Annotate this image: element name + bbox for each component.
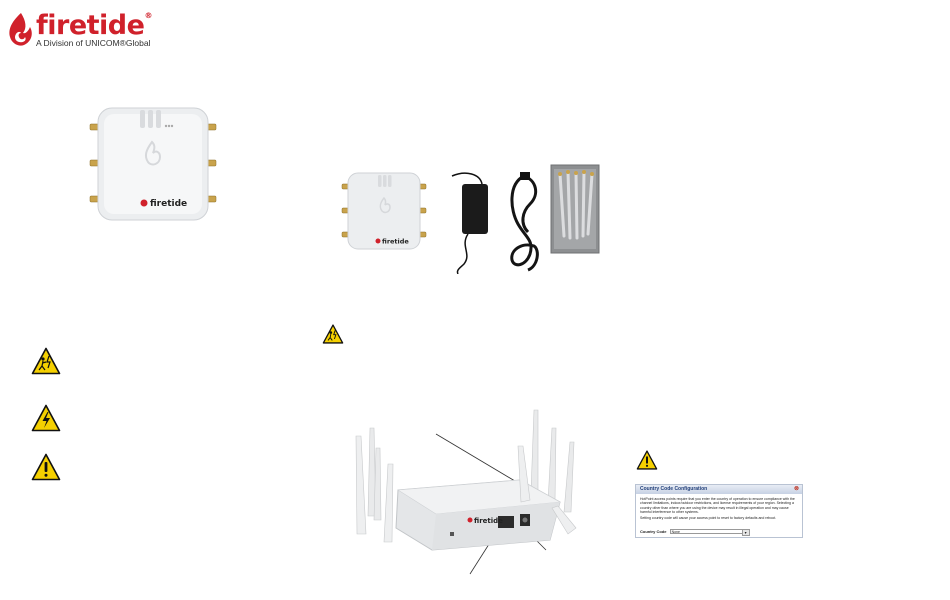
country-code-field-row: Country Code None ▾: [640, 529, 750, 537]
country-code-dialog-screenshot: Country Code Configuration ⊗ HotPoint ac…: [635, 484, 803, 538]
device-brand-label: firetide: [150, 199, 187, 209]
package-access-point-image: firetide: [341, 172, 427, 250]
access-point-front-image: firetide: [89, 107, 217, 221]
antenna-device-brand-label: firetide: [474, 517, 503, 525]
country-code-dialog-header: Country Code Configuration ⊗: [636, 485, 802, 494]
caution-exclamation-icon: [31, 453, 61, 481]
electrocution-hazard-icon: [31, 347, 61, 375]
logo-subtitle: A Division of UNICOM®Global: [36, 38, 151, 48]
access-point-with-antennas-image: firetide: [355, 409, 577, 575]
logo-brand: firetide: [36, 10, 145, 41]
antenna-pack-image: [550, 164, 600, 254]
mounting-hazard-icon: [322, 324, 344, 344]
power-adapter-image: [451, 172, 488, 274]
country-code-select[interactable]: None ▾: [669, 529, 750, 537]
firetide-logo: [6, 8, 146, 50]
country-code-compliance-text: HotPoint access points require that you …: [640, 497, 795, 514]
high-voltage-icon: [31, 404, 61, 432]
country-code-dialog-body: HotPoint access points require that you …: [636, 494, 802, 520]
power-cord-image: [510, 172, 539, 272]
country-code-select-value: None: [671, 530, 680, 535]
flame-icon: [9, 13, 32, 46]
close-icon[interactable]: ⊗: [793, 486, 799, 492]
country-code-label: Country Code: [640, 529, 667, 534]
country-code-reset-note: Setting country code will cause your acc…: [640, 516, 777, 521]
country-code-dialog-title: Country Code Configuration: [640, 486, 708, 492]
chevron-down-icon[interactable]: ▾: [741, 529, 750, 537]
country-code-caution-icon: [636, 450, 658, 470]
logo-registered-mark: ®: [144, 11, 152, 20]
package-device-brand-label: firetide: [382, 238, 409, 246]
logo-wordmark: firetide®: [36, 10, 152, 41]
